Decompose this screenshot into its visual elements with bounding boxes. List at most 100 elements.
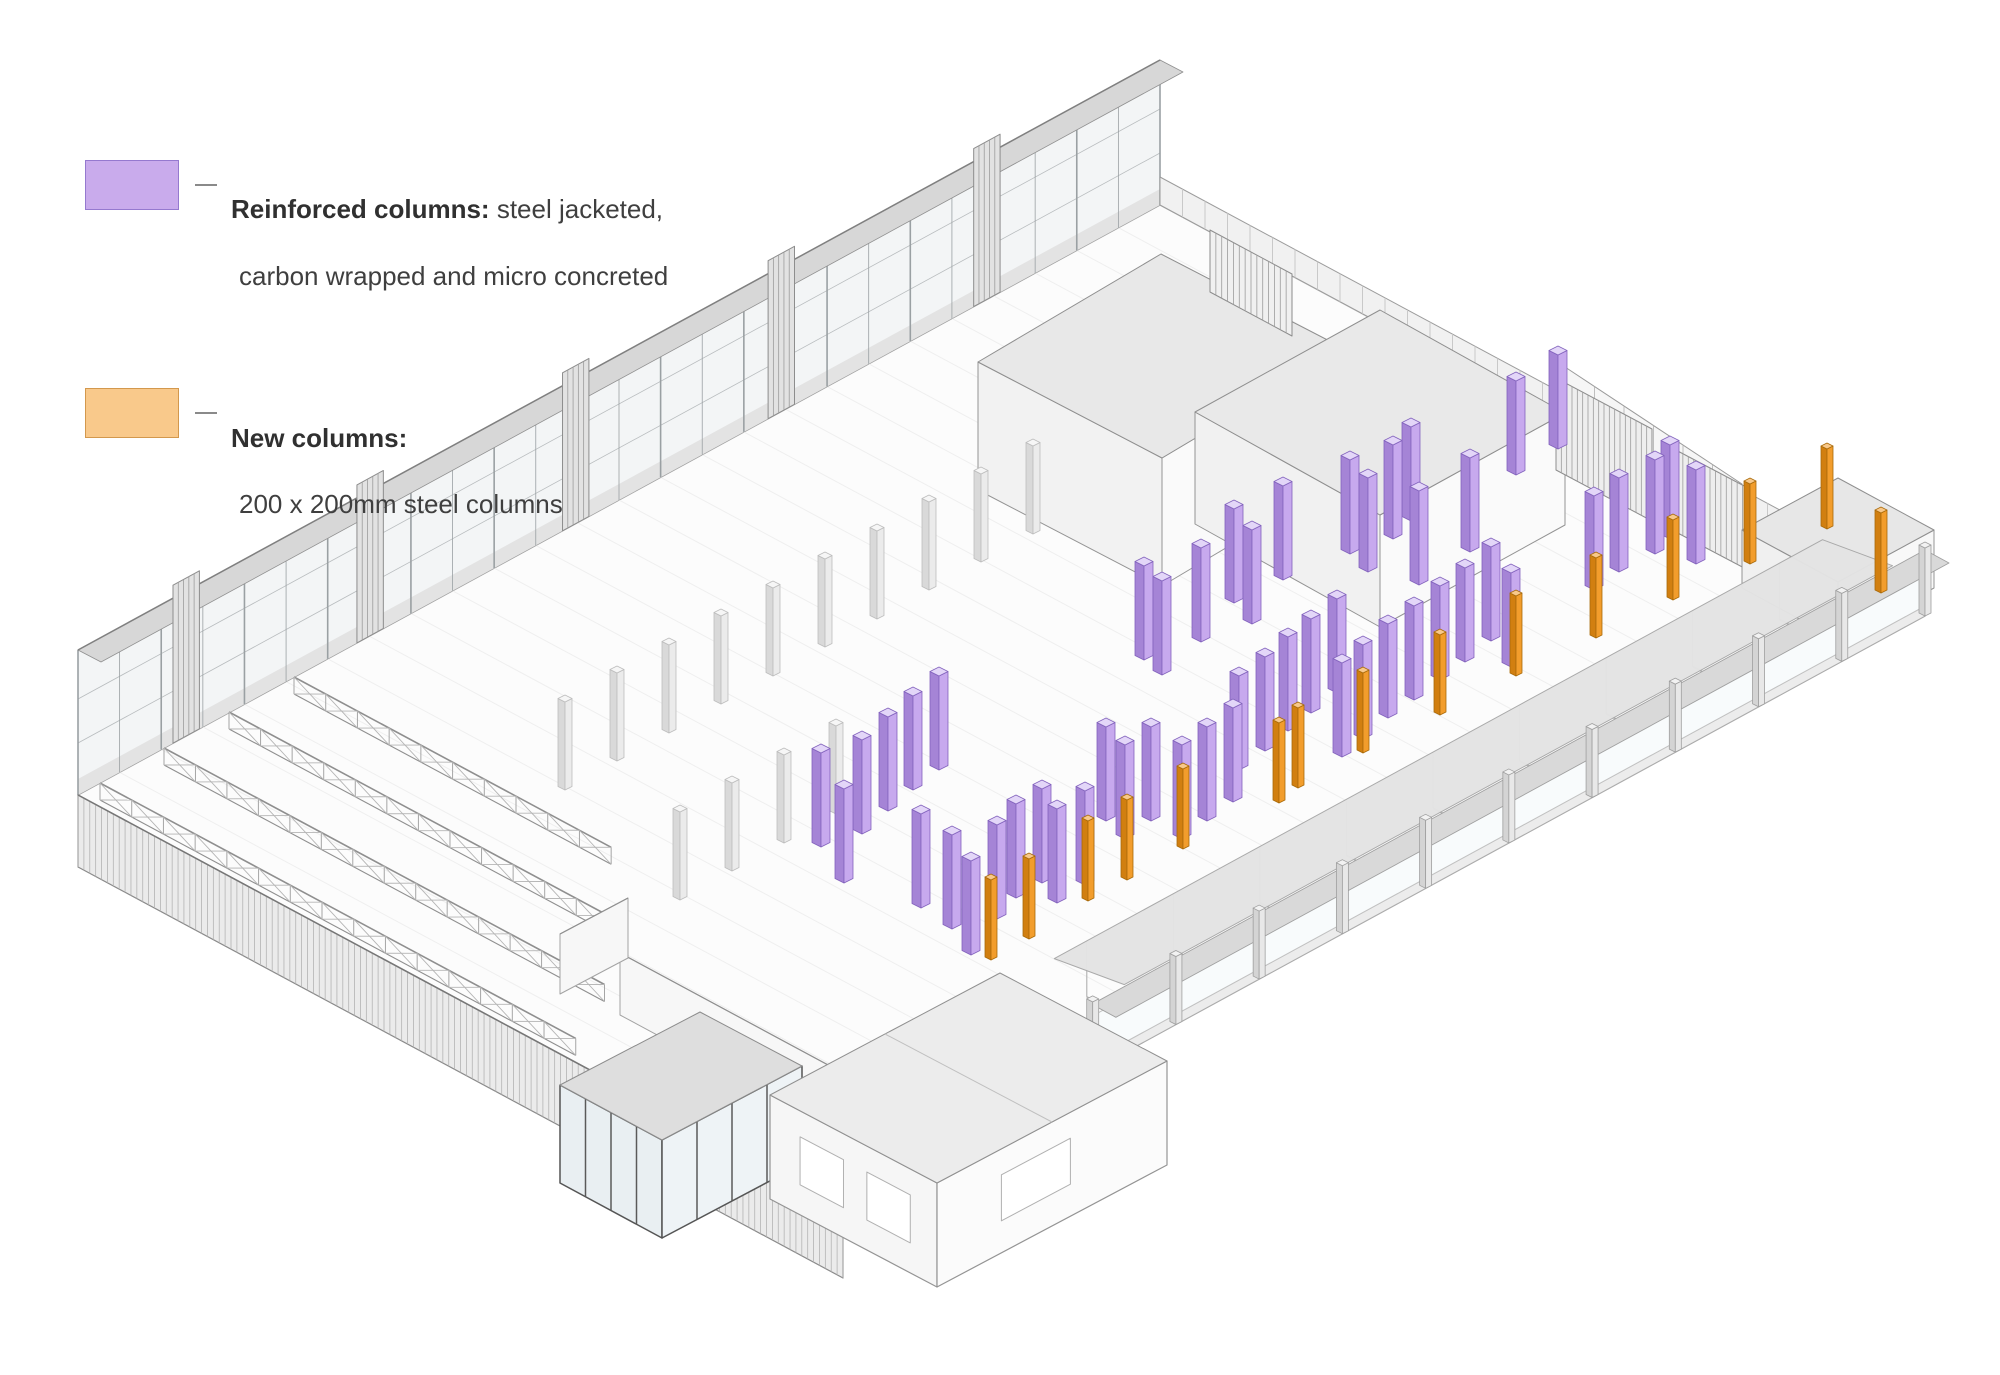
legend-connector-line <box>195 412 217 415</box>
reinforced-column <box>903 686 923 791</box>
new-column <box>1509 589 1523 677</box>
reinforced-column <box>1152 571 1172 676</box>
existing-column <box>557 694 573 791</box>
legend-title: New columns: <box>231 422 408 453</box>
northwest-glazed-wall <box>77 59 1184 796</box>
reinforced-column <box>1255 647 1275 752</box>
legend-desc: steel jacketed, <box>489 194 664 225</box>
reinforced-column <box>1383 435 1403 540</box>
columns-layer <box>557 345 1932 1071</box>
new-column <box>1081 814 1095 902</box>
reinforced-column <box>1409 481 1429 586</box>
reinforced-column <box>1242 520 1262 625</box>
legend-line-2: 200 x 200mm steel columns <box>239 489 563 520</box>
reinforced-column <box>1191 538 1211 643</box>
pier-column <box>1252 904 1266 980</box>
new-column <box>1176 762 1190 850</box>
new-column <box>1022 852 1036 940</box>
legend-item-reinforced-columns: Reinforced columns: steel jacketed, carb… <box>85 160 668 326</box>
existing-column <box>713 608 729 705</box>
pier-column <box>1752 632 1765 708</box>
reinforced-column <box>1096 717 1116 822</box>
reinforced-column <box>987 815 1007 920</box>
reinforced-column <box>1047 799 1067 904</box>
reinforced-column <box>1455 558 1475 663</box>
existing-column <box>921 494 937 591</box>
reinforced-column <box>1645 450 1665 555</box>
new-column <box>1356 666 1370 754</box>
pier-column <box>1335 859 1349 935</box>
reinforced-column <box>1548 345 1568 450</box>
new-column <box>1120 793 1134 881</box>
reinforced-column <box>961 851 981 956</box>
reinforced-column <box>1301 609 1321 714</box>
existing-column <box>765 580 781 677</box>
pier-column <box>1169 950 1183 1025</box>
new-column <box>1743 477 1757 565</box>
reinforced-column <box>1340 450 1360 555</box>
pier-column <box>1585 723 1599 798</box>
new-columns-swatch <box>85 388 179 439</box>
reinforced-column <box>1481 537 1501 642</box>
reinforced-column <box>878 707 898 812</box>
pier-column <box>1668 677 1682 753</box>
new-column <box>984 873 998 961</box>
legend-title: Reinforced columns: <box>231 194 490 225</box>
reinforced-column <box>834 779 854 884</box>
reinforced-column <box>1141 717 1161 822</box>
reinforced-column <box>1460 448 1480 553</box>
wall-slat-screens <box>172 133 1001 744</box>
entrance-glazing <box>559 1011 803 1239</box>
pier-column <box>1419 813 1433 889</box>
legend-line-2: carbon wrapped and micro concreted <box>239 260 669 291</box>
new-column <box>1433 628 1447 716</box>
existing-column <box>724 775 740 872</box>
roof-trusses <box>99 676 612 1056</box>
reinforced-column <box>811 743 831 848</box>
reinforced-columns-swatch <box>85 160 179 210</box>
reinforced-column <box>1686 460 1706 565</box>
existing-column <box>869 523 885 620</box>
legend-line-1: New columns: <box>231 422 563 455</box>
existing-column <box>672 804 688 901</box>
pier-column <box>1918 541 1932 617</box>
new-column <box>1666 513 1680 601</box>
south-annex-rooms <box>769 972 1168 1288</box>
reinforced-column <box>911 804 931 909</box>
new-column <box>1291 701 1305 789</box>
existing-column <box>609 665 625 762</box>
legend-text-new: New columns: 200 x 200mm steel columns <box>231 388 563 554</box>
existing-column <box>661 637 677 734</box>
reinforced-column <box>929 666 949 771</box>
reinforced-column <box>1224 499 1244 604</box>
legend-line-1: Reinforced columns: steel jacketed, <box>231 193 668 226</box>
existing-column <box>776 747 792 844</box>
legend-text-reinforced: Reinforced columns: steel jacketed, carb… <box>231 160 668 326</box>
reinforced-column <box>1609 468 1629 573</box>
reinforced-column <box>1378 614 1398 719</box>
existing-column <box>817 551 833 648</box>
reinforced-column <box>1506 371 1526 476</box>
pier-column <box>1835 586 1849 662</box>
legend-item-new-columns: New columns: 200 x 200mm steel columns <box>85 388 668 554</box>
reinforced-column <box>1273 476 1293 581</box>
legend-connector-line <box>195 184 217 186</box>
pier-column <box>1502 768 1516 844</box>
reinforced-column <box>1197 717 1217 822</box>
reinforced-column <box>1006 794 1026 899</box>
reinforced-column <box>852 730 872 835</box>
reinforced-column <box>942 825 962 930</box>
existing-column <box>973 466 989 563</box>
new-column <box>1874 506 1888 594</box>
new-column <box>1820 442 1834 530</box>
reinforced-column <box>1134 556 1154 661</box>
reinforced-column <box>1404 596 1424 701</box>
legend: Reinforced columns: steel jacketed, carb… <box>85 160 668 617</box>
reinforced-column <box>1332 653 1352 758</box>
reinforced-column <box>1358 468 1378 573</box>
reinforced-column <box>1223 698 1243 803</box>
new-column <box>1272 716 1286 804</box>
